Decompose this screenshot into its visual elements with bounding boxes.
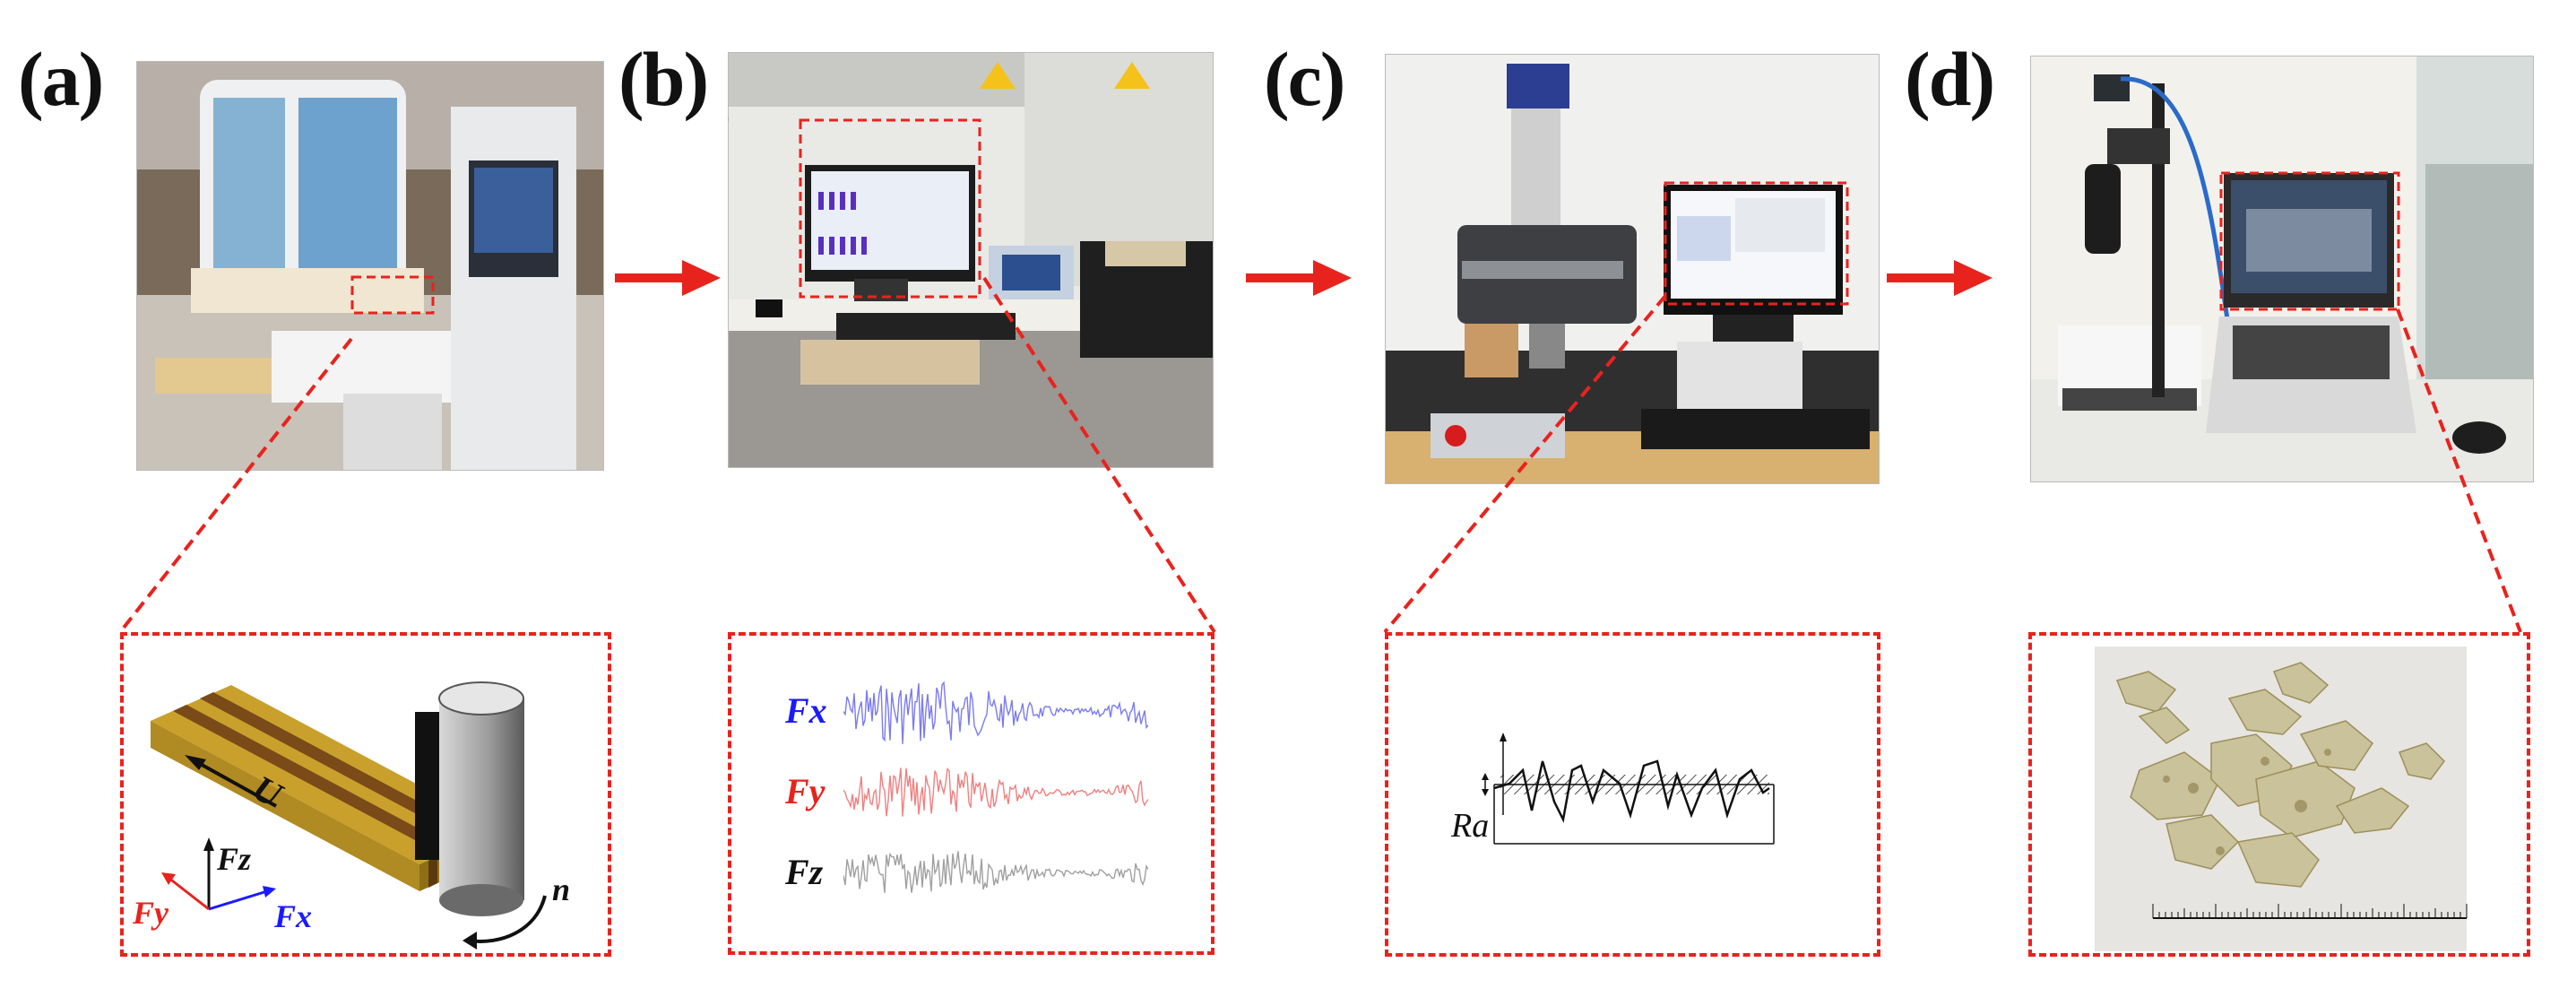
chip-photo <box>2095 646 2468 951</box>
ra-label: Ra <box>1451 807 1490 845</box>
fz-signal-trace <box>843 851 1148 893</box>
fy-signal-trace <box>843 767 1148 817</box>
panel-label-b: (b) <box>618 36 709 122</box>
arrow-b-to-c <box>1246 260 1352 296</box>
signal-label-fx: Fx <box>785 690 827 731</box>
signal-label-fz: Fz <box>785 852 824 892</box>
detail-box-roughness-profile: Ra <box>1385 632 1880 957</box>
panel-label-d: (d) <box>1905 36 1995 122</box>
roughness-profile-diagram <box>1482 733 1775 845</box>
detail-box-milling-schematic: U Fz Fy Fx n <box>120 632 611 957</box>
arrow-c-to-d <box>1887 260 1993 296</box>
milling-schematic <box>151 681 547 950</box>
fx-signal-trace <box>843 681 1148 744</box>
fz-axis-label: Fz <box>217 841 252 877</box>
panel-label-c: (c) <box>1264 36 1345 122</box>
panel-label-a: (a) <box>18 36 104 122</box>
machining-center-photo <box>136 61 604 471</box>
spindle-rotation-label: n <box>552 872 571 907</box>
signal-label-fy: Fy <box>785 771 826 811</box>
arrow-a-to-b <box>615 260 721 296</box>
fx-axis-label: Fx <box>274 898 313 934</box>
fy-axis-label: Fy <box>133 895 169 931</box>
roughness-tester-photo <box>1385 54 1880 484</box>
force-signal-traces <box>843 681 1148 893</box>
detail-box-chip-morphology <box>2028 632 2530 957</box>
detail-box-force-signals: Fx Fy Fz <box>728 632 1215 955</box>
microscope-photo <box>2030 56 2534 482</box>
force-acquisition-photo <box>728 52 1214 468</box>
